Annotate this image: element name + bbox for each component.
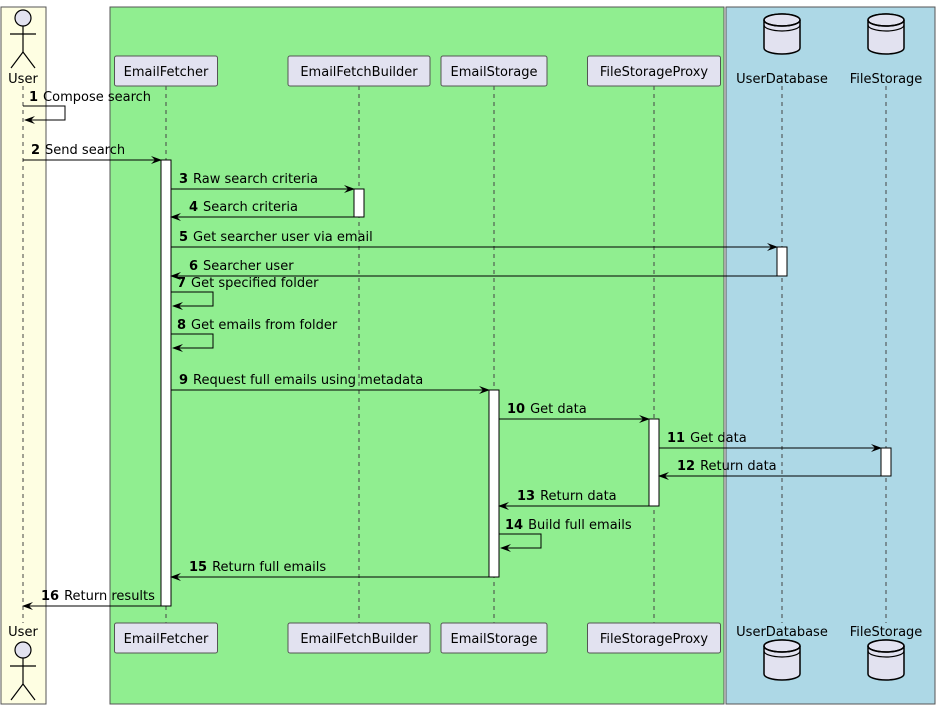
database-label: FileStorage — [850, 72, 923, 87]
self-message-arrow — [499, 533, 542, 552]
database-filestorage-bottom: FileStorage — [850, 625, 923, 681]
participant-label: FileStorageProxy — [600, 632, 709, 647]
actor-label: User — [8, 625, 38, 640]
participant-fetcher-top: EmailFetcher — [114, 55, 218, 87]
participant-label: EmailFetcher — [124, 65, 209, 80]
database-label: UserDatabase — [736, 625, 828, 640]
database-userdb-top: UserDatabase — [736, 13, 828, 87]
database-userdb-bottom: UserDatabase — [736, 625, 828, 681]
participant-label: EmailStorage — [451, 65, 538, 80]
participant-storage-top: EmailStorage — [440, 55, 548, 87]
user-group-box — [0, 6, 47, 705]
actor-user-top: User — [8, 9, 38, 87]
self-message-arrow — [171, 333, 214, 352]
activation-bar-fetcher — [160, 159, 172, 607]
application-group-box — [109, 6, 725, 705]
participant-proxy-bottom: FileStorageProxy — [587, 622, 721, 654]
participant-storage-bottom: EmailStorage — [440, 622, 548, 654]
participant-label: EmailStorage — [451, 632, 538, 647]
self-message-arrow — [171, 291, 214, 310]
participant-label: EmailFetchBuilder — [300, 632, 418, 647]
actor-user-bottom: User — [8, 625, 38, 701]
activation-bar-builder — [353, 188, 365, 218]
activation-bar-userdb — [776, 246, 788, 277]
activation-bar-storage — [488, 389, 500, 578]
participant-label: FileStorageProxy — [600, 65, 709, 80]
participant-fetcher-bottom: EmailFetcher — [114, 622, 218, 654]
participant-label: EmailFetcher — [124, 632, 209, 647]
storage-group-box — [725, 6, 936, 705]
database-label: FileStorage — [850, 625, 923, 640]
self-message-arrow — [23, 105, 66, 124]
database-filestorage-top: FileStorage — [850, 13, 923, 87]
participant-label: EmailFetchBuilder — [300, 65, 418, 80]
participant-proxy-top: FileStorageProxy — [587, 55, 721, 87]
participant-builder-bottom: EmailFetchBuilder — [287, 622, 431, 654]
participant-builder-top: EmailFetchBuilder — [287, 55, 431, 87]
database-label: UserDatabase — [736, 72, 828, 87]
activation-bar-filestorage — [880, 447, 892, 477]
activation-bar-proxy — [648, 418, 660, 507]
actor-label: User — [8, 72, 38, 87]
